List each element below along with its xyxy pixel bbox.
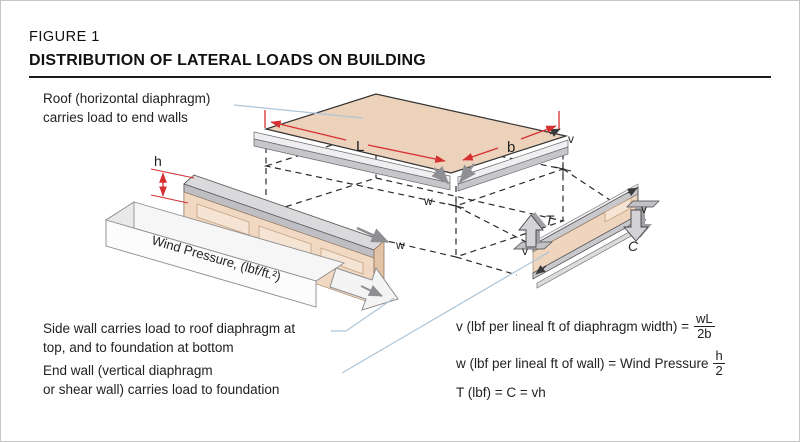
formula-v-denominator: 2b [697, 326, 712, 342]
roof-callout: Roof (horizontal diaphragm) carries load… [43, 89, 210, 127]
dim-h-label: h [154, 153, 162, 169]
roof-shear-arrow-right [459, 163, 476, 183]
compression-C-label: C [628, 238, 639, 254]
wind-pressure-slab: Wind Pressure, (lbf/ft.²) [104, 201, 399, 311]
formula-v-numerator: wL [694, 311, 715, 328]
end-wall-callout-line1: End wall (vertical diaphragm [43, 363, 213, 378]
end-wall-callout-line2: or shear wall) carries load to foundatio… [43, 382, 280, 397]
formula-block: v (lbf per lineal ft of diaphragm width)… [456, 311, 725, 407]
roof-callout-line2: carries load to end walls [43, 110, 188, 125]
end-wall-leader [341, 251, 550, 374]
figure-number: FIGURE 1 [29, 29, 100, 45]
side-wall-callout-line2: top, and to foundation at bottom [43, 340, 234, 355]
compression-arrow [623, 200, 660, 242]
diagram-labels: L b h v v v w w T C [154, 132, 647, 258]
end-wall [513, 128, 660, 289]
dimension-lines [150, 110, 560, 204]
formula-w-numerator: h [713, 347, 725, 364]
shear-v-endwall-right: v [641, 202, 647, 216]
side-wall-callout-line1: Side wall carries load to roof diaphragm… [43, 321, 296, 336]
formula-w-fraction: h 2 [713, 347, 725, 379]
formula-T: T (lbf) = C = vh [456, 385, 725, 400]
formula-w-denominator: 2 [715, 362, 723, 378]
roof-callout-line1: Roof (horizontal diaphragm) [43, 91, 211, 106]
dim-b-label: b [507, 139, 515, 156]
roof-shear-arrow-left [431, 166, 449, 184]
roof-diaphragm [253, 93, 569, 192]
wind-arrow [329, 266, 399, 311]
figure-title: DISTRIBUTION OF LATERAL LOADS ON BUILDIN… [29, 52, 426, 69]
formula-w-text: w (lbf per lineal ft of wall) = Wind Pre… [456, 355, 709, 371]
title-rule [29, 76, 771, 78]
side-wall-callout: Side wall carries load to roof diaphragm… [43, 319, 295, 357]
formula-v-text: v (lbf per lineal ft of diaphragm width)… [456, 319, 689, 335]
w-wall-label: w [395, 238, 405, 252]
endwall-shear-arrow-top [627, 187, 638, 197]
formula-w: w (lbf per lineal ft of wall) = Wind Pre… [456, 347, 725, 379]
tension-T-label: T [545, 212, 555, 228]
formula-T-text: T (lbf) = C = vh [456, 385, 546, 401]
formula-v-fraction: wL 2b [694, 311, 715, 342]
shear-v-roof: v [568, 132, 574, 146]
side-wall-leader [331, 297, 395, 332]
tension-arrow [513, 212, 553, 250]
endwall-shear-arrow-bottom [535, 265, 547, 275]
roof-leader [233, 104, 364, 119]
dim-L-label: L [356, 138, 364, 155]
w-roof-label: w [423, 194, 433, 208]
shear-v-endwall-left: v [522, 244, 528, 258]
wall-shear-arrow [356, 226, 390, 244]
leader-lines [233, 104, 550, 374]
formula-v: v (lbf per lineal ft of diaphragm width)… [456, 311, 725, 342]
end-wall-callout: End wall (vertical diaphragm or shear wa… [43, 361, 279, 399]
